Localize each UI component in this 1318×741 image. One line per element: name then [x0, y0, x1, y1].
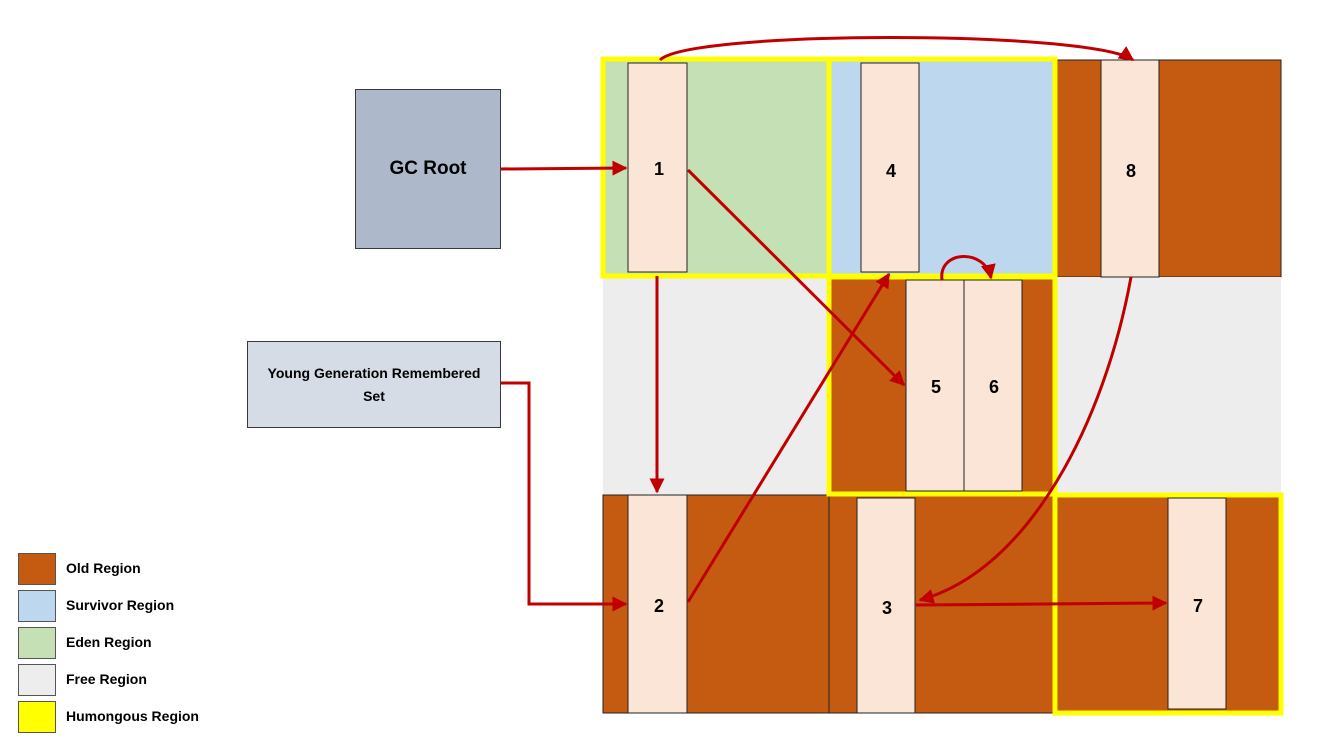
- object-7: 7: [1167, 497, 1227, 710]
- legend-item-eden: Eden Region: [18, 627, 248, 659]
- legend-swatch-survivor: [18, 590, 56, 622]
- arrow-5-to-6: [940, 255, 996, 281]
- legend-swatch-old: [18, 553, 56, 585]
- gc-root-label: GC Root: [389, 158, 467, 179]
- arrow-8-to-3: [918, 276, 1133, 604]
- legend-item-old: Old Region: [18, 553, 248, 585]
- arrow-1-to-5: [686, 168, 906, 387]
- arrow-gcroot-to-1: [500, 160, 628, 176]
- legend-item-humongous: Humongous Region: [18, 701, 248, 733]
- free-region: [603, 277, 829, 495]
- remembered-set-box: Young Generation Remembered Set: [247, 341, 501, 428]
- object-label: 5: [931, 377, 941, 397]
- old-region: [1054, 59, 1282, 278]
- object-8: 8: [1100, 59, 1160, 278]
- arrow-3-to-7: [915, 595, 1168, 611]
- arrow-2-to-4: [686, 272, 891, 603]
- legend-label: Old Region: [66, 560, 141, 576]
- legend-item-free: Free Region: [18, 664, 248, 696]
- object-label: 1: [654, 159, 664, 179]
- remembered-set-label: Young Generation Remembered Set: [267, 364, 481, 404]
- object-2: 2: [627, 494, 688, 714]
- object-label: 3: [882, 598, 892, 618]
- legend-item-survivor: Survivor Region: [18, 590, 248, 622]
- object-3: 3: [856, 497, 916, 714]
- legend-swatch-eden: [18, 627, 56, 659]
- legend-label: Survivor Region: [66, 597, 175, 613]
- legend-label: Eden Region: [66, 634, 152, 650]
- object-label: 7: [1193, 596, 1203, 616]
- arrow-1-to-8: [658, 36, 1135, 62]
- free-region: [1055, 277, 1281, 495]
- object-4: 4: [860, 62, 920, 273]
- legend-label: Humongous Region: [66, 708, 199, 724]
- legend-swatch-humongous: [18, 701, 56, 733]
- object-label: 2: [654, 596, 664, 616]
- arrow-rset-to-2: [501, 381, 628, 612]
- gc-root-box: GC Root: [355, 89, 501, 249]
- object-6: 6: [963, 279, 1023, 492]
- object-1: 1: [627, 62, 688, 273]
- object-label: 6: [989, 377, 999, 397]
- object-label: 4: [886, 161, 896, 181]
- legend-swatch-free: [18, 664, 56, 696]
- object-label: 8: [1126, 161, 1136, 181]
- object-5: 5: [905, 279, 965, 492]
- legend-label: Free Region: [66, 671, 147, 687]
